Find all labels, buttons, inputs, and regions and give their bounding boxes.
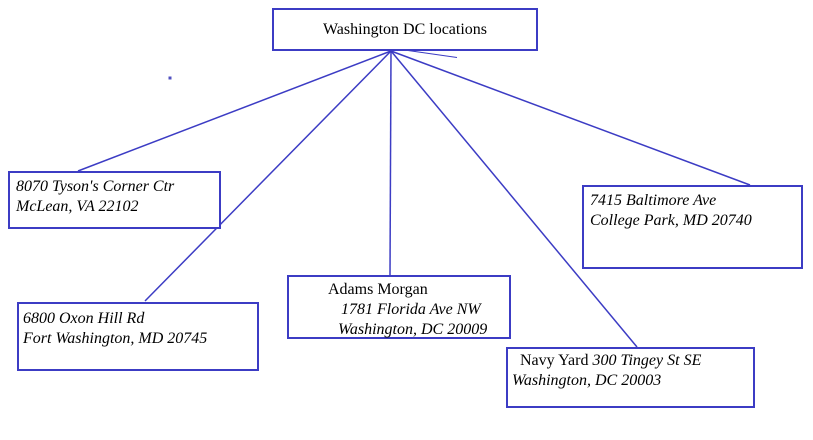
connector-root-to-baltimore [390, 50, 751, 186]
connector-root-to-adams-morgan [389, 50, 392, 276]
location-node-adams-morgan: Adams Morgan 1781 Florida Ave NW Washing… [287, 275, 511, 339]
stray-dot [168, 76, 172, 80]
location-node-navy-yard: Navy Yard 300 Tingey St SE Washington, D… [506, 347, 755, 408]
location-node-tysons-corner: 8070 Tyson's Corner Ctr McLean, VA 22102 [8, 171, 221, 229]
location-address-line: 6800 Oxon Hill Rd [23, 310, 145, 327]
location-address-line: College Park, MD 20740 [590, 212, 752, 229]
location-address-line: 8070 Tyson's Corner Ctr [16, 178, 175, 195]
connector-root-to-oxon-hill [144, 50, 392, 302]
location-node-baltimore-ave: 7415 Baltimore Ave College Park, MD 2074… [582, 185, 803, 269]
location-address-line: Washington, DC 20003 [512, 372, 662, 389]
location-address-line: 1781 Florida Ave NW [341, 301, 481, 318]
connector-root-to-tysons [77, 50, 392, 172]
root-node-washington-dc: Washington DC locations [272, 8, 538, 51]
location-address-line: 300 Tingey St SE [592, 352, 702, 369]
stray-line-segment [407, 50, 458, 58]
location-name-and-address: Navy Yard 300 Tingey St SE [512, 351, 749, 371]
location-node-oxon-hill: 6800 Oxon Hill Rd Fort Washington, MD 20… [17, 302, 259, 371]
location-address-line: Washington, DC 20009 [338, 321, 488, 338]
location-address-line: 7415 Baltimore Ave [590, 192, 717, 209]
location-name: Navy Yard [520, 352, 589, 369]
location-address-line: Fort Washington, MD 20745 [23, 330, 208, 347]
connector-root-to-navy-yard [390, 50, 638, 348]
location-name: Adams Morgan [328, 281, 428, 298]
location-address-line: McLean, VA 22102 [16, 198, 139, 215]
root-node-label: Washington DC locations [322, 20, 488, 38]
